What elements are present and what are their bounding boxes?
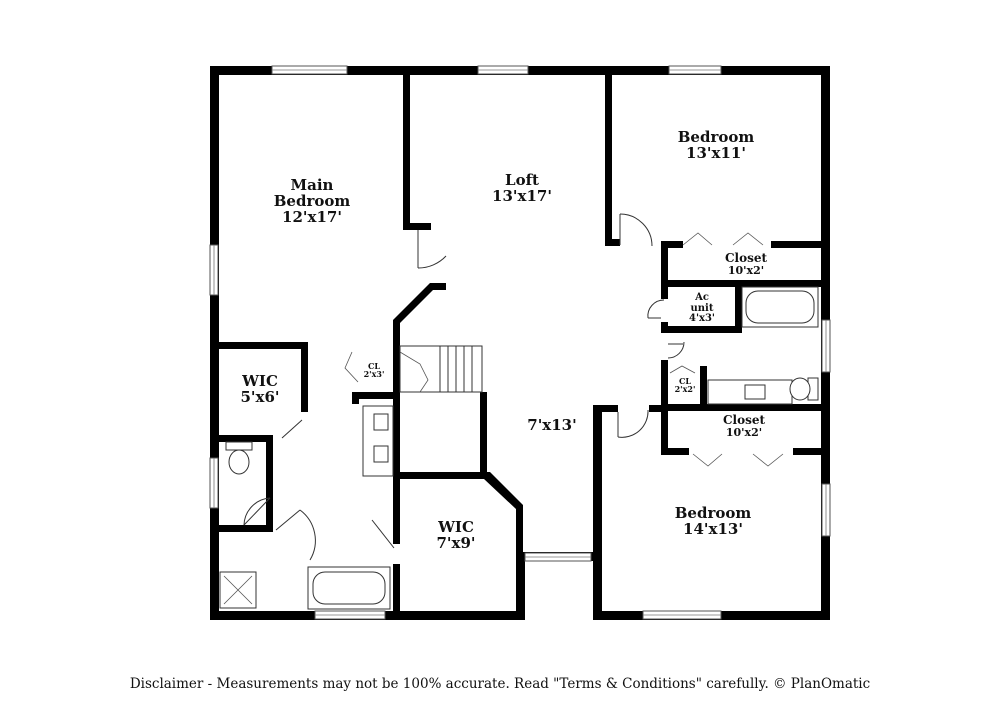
room-bedroom-ne: Bedroom 13'x11' — [677, 128, 755, 162]
room-size: 7'x9' — [436, 533, 476, 552]
room-closet-upper: Closet 10'x2' — [725, 252, 767, 276]
fixtures — [219, 286, 819, 610]
room-size: 2'x2' — [674, 384, 696, 395]
room-name: CL — [368, 361, 380, 371]
room-hall: 7'x13' — [527, 416, 577, 434]
room-size: 5'x6' — [240, 387, 280, 406]
room-name: WIC — [242, 372, 278, 390]
room-size: 13'x11' — [686, 143, 746, 162]
room-size: 13'x17' — [492, 186, 552, 205]
room-name: Closet — [724, 251, 768, 265]
disclaimer-text: Disclaimer - Measurements may not be 100… — [129, 676, 871, 692]
room-size: 12'x17' — [282, 207, 342, 226]
room-name: Main Bedroom — [273, 176, 351, 210]
room-size: 14'x13' — [683, 519, 743, 538]
bifold-doors — [344, 232, 784, 467]
room-loft: Loft 13'x17' — [492, 171, 552, 205]
interior-walls — [210, 66, 826, 616]
room-name: Loft — [505, 171, 539, 189]
room-size: 7'x13' — [527, 416, 577, 434]
room-size: 10'x2' — [725, 425, 763, 439]
room-cl-right: CL 2'x2' — [675, 377, 696, 394]
room-size: 4'x3' — [688, 313, 716, 324]
room-name: WIC — [438, 518, 474, 536]
room-name: Bedroom — [677, 128, 755, 146]
room-closet-lower: Closet 10'x2' — [723, 414, 765, 438]
room-name: Ac unit — [690, 292, 714, 314]
room-size: 2'x3' — [363, 369, 385, 380]
room-cl-small: CL 2'x3' — [364, 362, 385, 379]
room-ac-unit: Ac unit 4'x3' — [688, 292, 716, 325]
room-size: 10'x2' — [727, 263, 765, 277]
doors — [243, 213, 685, 561]
room-name: Closet — [722, 413, 766, 427]
windows — [209, 65, 831, 620]
room-name: Bedroom — [674, 504, 752, 522]
room-wic-center: WIC 7'x9' — [436, 518, 476, 552]
room-wic-left: WIC 5'x6' — [240, 372, 280, 406]
room-main-bedroom: Main Bedroom 12'x17' — [273, 176, 351, 226]
room-name: CL — [679, 376, 691, 386]
room-bedroom-se: Bedroom 14'x13' — [674, 504, 752, 538]
